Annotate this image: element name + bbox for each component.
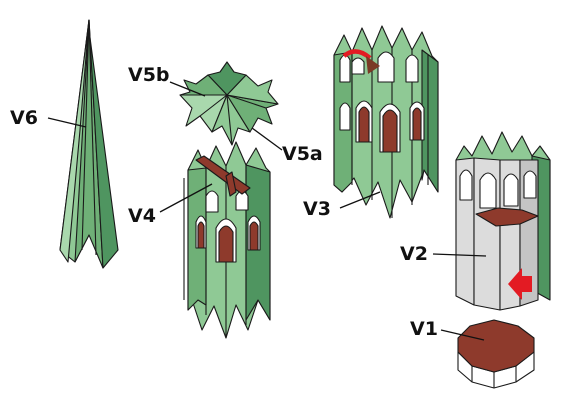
label-v4: V4 (128, 205, 156, 227)
label-v5a: V5a (282, 143, 323, 165)
arrow-red-icon (342, 49, 372, 60)
ring-v2 (455, 131, 551, 311)
tower-v4 (183, 141, 271, 339)
label-v2: V2 (400, 243, 428, 265)
leader-line-v5b (169, 81, 206, 97)
label-v1: V1 (410, 318, 438, 340)
crown-v5b (179, 61, 279, 146)
leader-line-v5a (251, 127, 283, 151)
leader-line-v1 (440, 329, 485, 341)
leader-line-v2 (432, 253, 487, 257)
label-v6: V6 (10, 107, 38, 129)
leader-line-v6 (47, 117, 87, 128)
base-v1 (457, 319, 535, 389)
arrow-brown-icon (366, 56, 380, 74)
tower-v3 (333, 25, 439, 219)
arrow-red-push-icon (508, 268, 532, 300)
leader-line-v3 (339, 191, 381, 209)
spire-v6 (59, 19, 119, 269)
label-v5b: V5b (128, 64, 170, 86)
label-v3: V3 (303, 198, 331, 220)
leader-line-v4 (159, 183, 213, 213)
